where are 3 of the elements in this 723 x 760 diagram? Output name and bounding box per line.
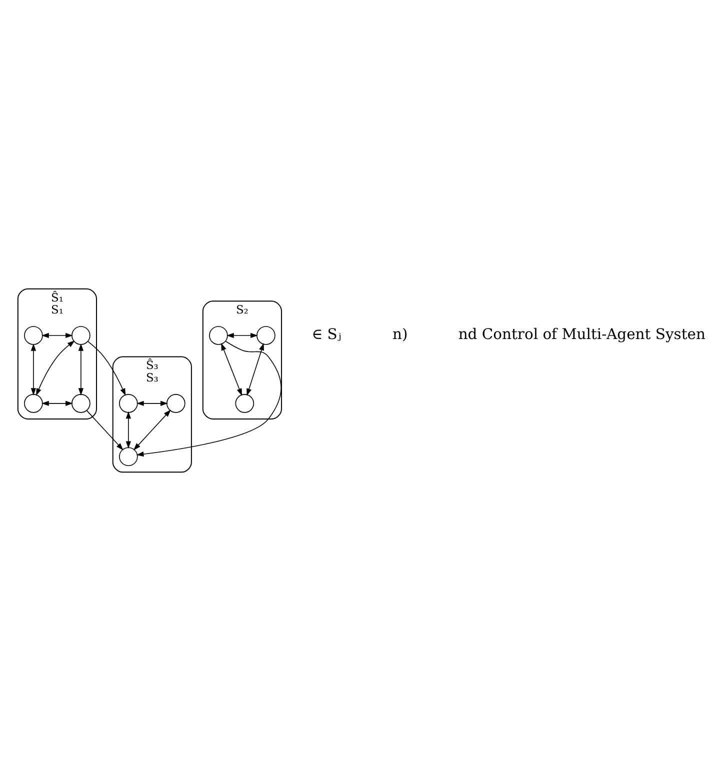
label: n) — [392, 326, 408, 343]
label: nd Control of Multi-Agent Systen — [458, 326, 706, 343]
label: ∈ Sⱼ — [312, 326, 342, 343]
